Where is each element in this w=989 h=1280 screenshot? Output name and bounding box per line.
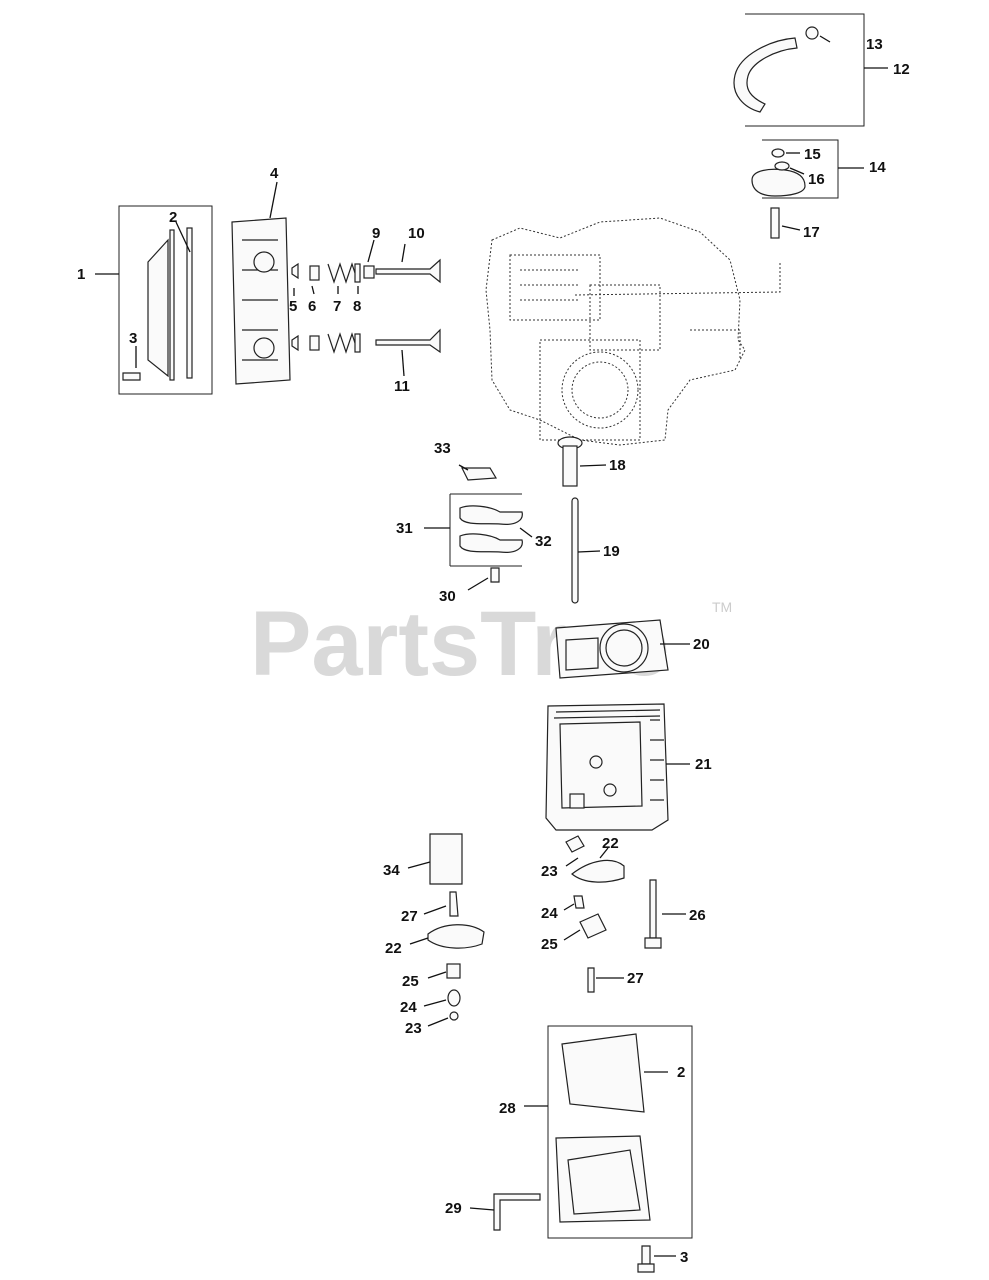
cylinder-head-block [231,217,291,385]
gasket [186,227,193,379]
rocker-plate [429,833,463,885]
push-rod [571,497,579,604]
head-gasket [555,619,669,679]
callout-18: 18 [609,457,626,474]
bolt [122,372,141,381]
callout-4: 4 [270,165,279,182]
valve-train [291,258,441,354]
hose-clamp [805,26,819,40]
callout-12: 12 [893,61,910,78]
callout-3b: 3 [680,1249,688,1266]
gasket-strip [169,229,175,381]
callout-labels: 13 12 15 14 16 17 4 2 9 10 1 5 6 7 8 3 1… [77,36,910,1266]
callout-24a: 24 [400,999,417,1016]
valve-intake [375,258,441,284]
baffle-block [461,467,498,481]
baffle-group [449,467,523,583]
callout-1: 1 [77,266,85,283]
callout-20: 20 [693,636,710,653]
callout-25b: 25 [541,936,558,953]
callout-23b: 23 [541,863,558,880]
seal [774,161,790,171]
callout-26: 26 [689,907,706,924]
callout-8: 8 [353,298,361,315]
callout-31: 31 [396,520,413,537]
watermark-trademark: TM [712,599,732,615]
head-gasket-box [118,205,213,395]
lifter [562,445,578,487]
callout-29: 29 [445,1200,462,1217]
callout-19: 19 [603,543,620,560]
callout-28: 28 [499,1100,516,1117]
callout-21: 21 [695,756,712,773]
callout-2a: 2 [169,209,177,226]
callout-22b: 22 [602,835,619,852]
callout-32: 32 [535,533,552,550]
stud [770,207,780,239]
callout-22a: 22 [385,940,402,957]
valve-cover-group [493,1025,693,1273]
callout-5: 5 [289,298,297,315]
callout-15: 15 [804,146,821,163]
breather-hose [733,37,798,113]
callout-11: 11 [394,378,410,395]
callout-2b: 2 [677,1064,685,1081]
lifter-pushrod [557,436,583,604]
cover-plate [147,238,169,378]
breather-hose-group [733,13,865,127]
callout-14: 14 [869,159,886,176]
callout-27b: 27 [627,970,644,987]
callout-27a: 27 [401,908,418,925]
callout-30: 30 [439,588,456,605]
callout-17: 17 [803,224,820,241]
callout-25a: 25 [402,973,419,990]
callout-16: 16 [808,171,825,188]
callout-33: 33 [434,440,451,457]
callout-23a: 23 [405,1020,422,1037]
callout-3a: 3 [129,330,137,347]
callout-7: 7 [333,298,341,315]
nut [771,148,785,158]
rocker-group-right [565,835,662,993]
breather-cover-group [751,139,839,239]
callout-6: 6 [308,298,316,315]
bracket [493,1193,541,1231]
callout-24b: 24 [541,905,558,922]
callout-34: 34 [383,862,400,879]
callout-10: 10 [408,225,425,242]
callout-13: 13 [866,36,883,53]
breather-cover [751,168,806,197]
valve-exhaust [375,328,441,354]
cylinder-head [545,703,669,831]
callout-9: 9 [372,225,380,242]
cover-gasket [561,1033,645,1113]
rocker-group-left [427,833,485,1021]
crankcase-outline [485,217,781,446]
